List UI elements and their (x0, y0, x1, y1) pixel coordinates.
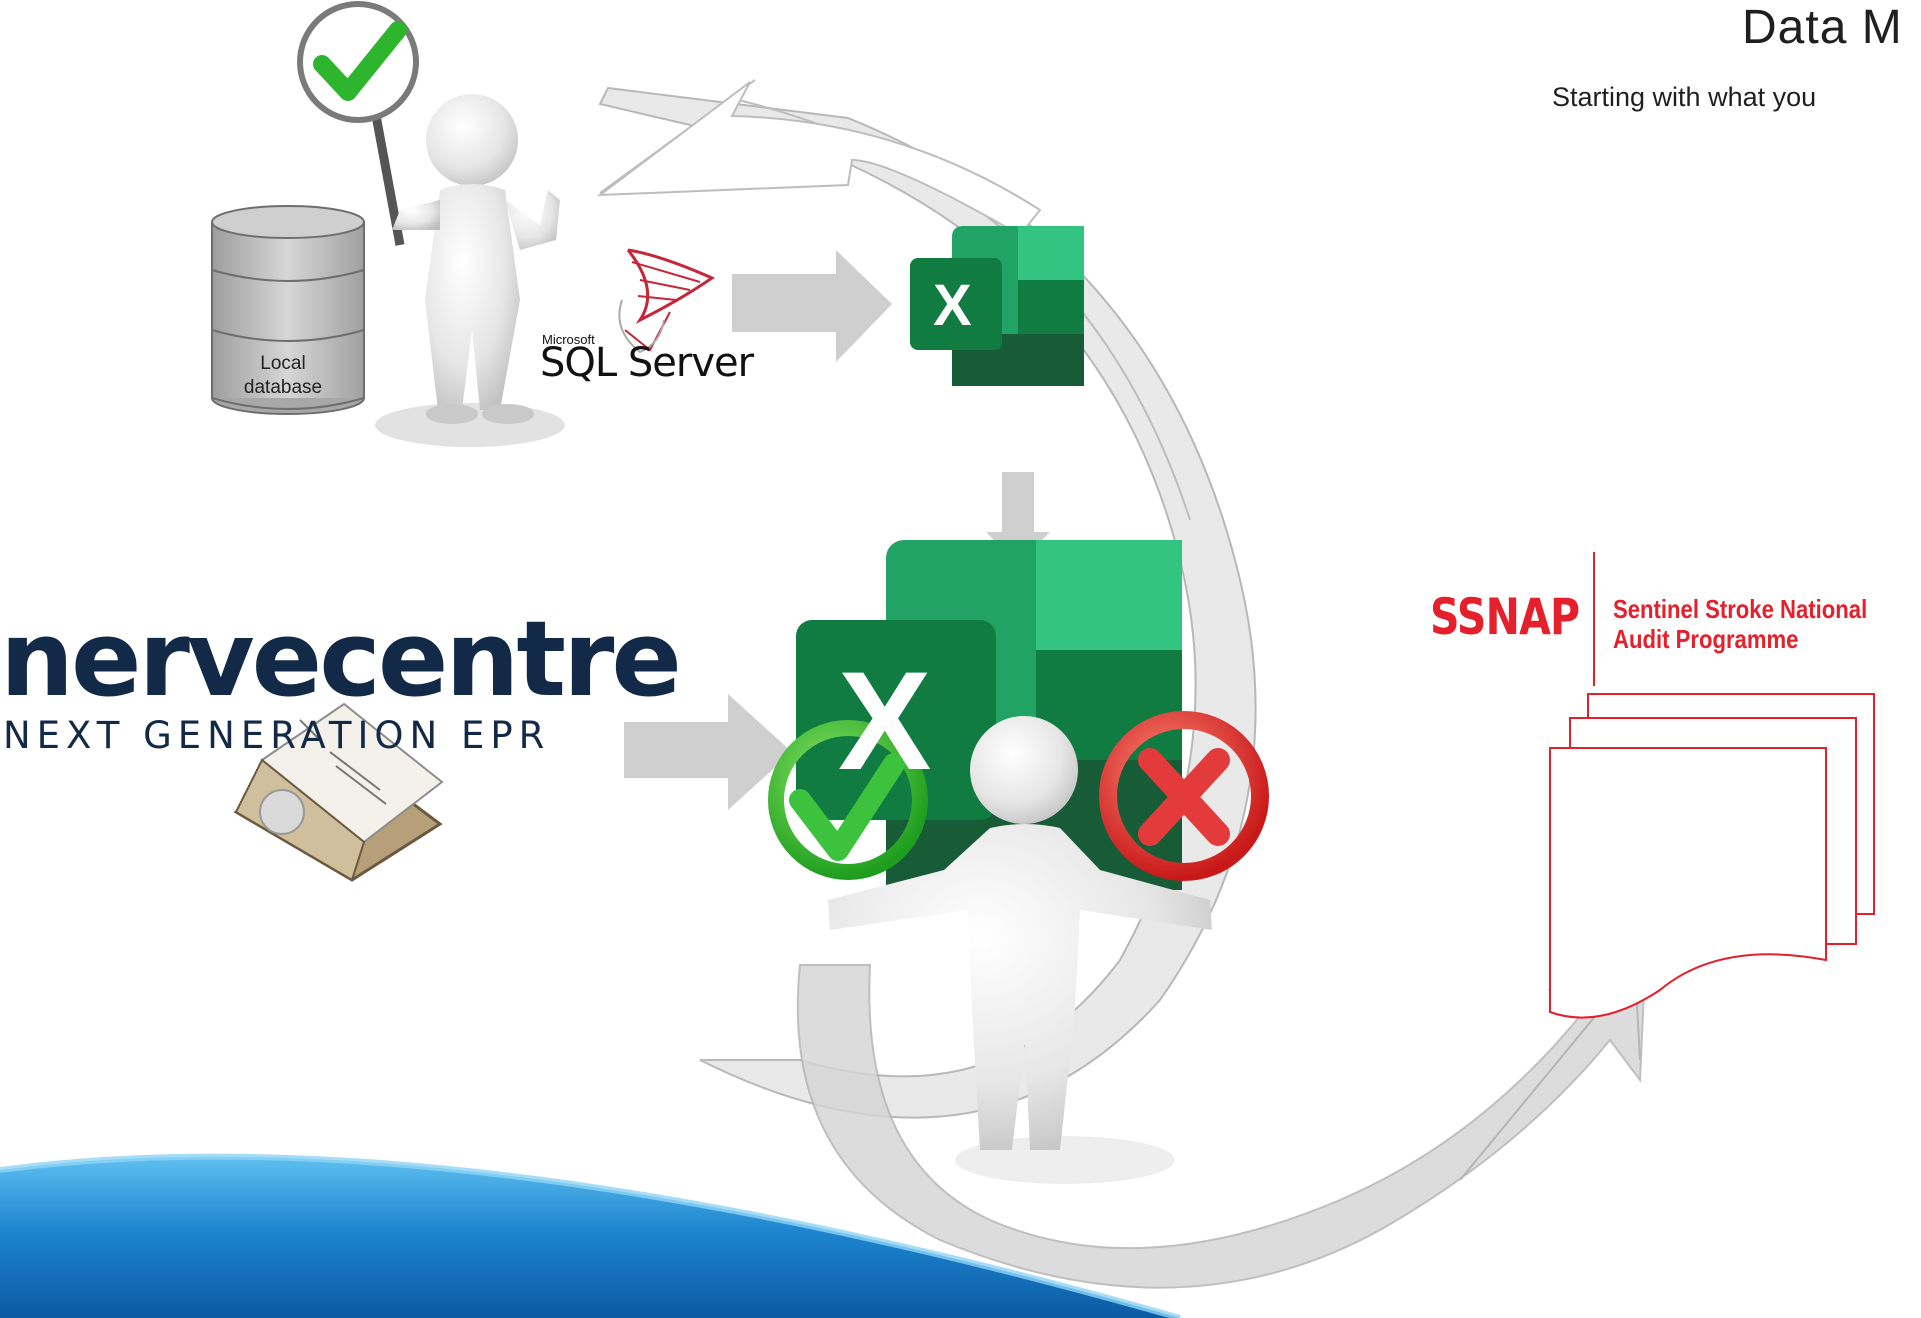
database-label: Local database (208, 352, 358, 400)
excel-large-letter: X (838, 642, 932, 799)
database-icon (211, 205, 365, 415)
figure-shrugging (828, 716, 1212, 1184)
slide-title: Data M (1742, 1, 1903, 54)
sql-vendor-label: Microsoft (542, 332, 595, 347)
excel-small-letter: X (933, 273, 972, 338)
database-label-line2: database (243, 377, 323, 398)
clipboard-icon (233, 702, 444, 882)
ssnap-logo: SSNAP (1430, 588, 1580, 646)
check-circle-icon (768, 720, 928, 880)
ssnap-name-line1: Sentinel Stroke National (1613, 594, 1868, 624)
database-label-line1: Local (260, 353, 306, 374)
arrow-nervecentre-to-excel (624, 694, 792, 810)
arrow-sql-to-excel (732, 250, 892, 362)
check-sign-icon (313, 21, 407, 101)
cross-circle-icon (1099, 711, 1269, 881)
sql-server-label: SQL Server (540, 340, 754, 386)
ssnap-name-line2: Audit Programme (1613, 624, 1799, 654)
ssnap-full-name: Sentinel Stroke National Audit Programme (1613, 594, 1867, 654)
excel-icon (910, 226, 1084, 386)
slide-subtitle: Starting with what you (1552, 82, 1817, 112)
bottom-band (0, 1153, 1181, 1318)
nervecentre-logo: nervecentre (0, 598, 682, 720)
bottom-sweep-arrow (796, 964, 1647, 1289)
sql-server-icon (618, 248, 716, 354)
top-arrowhead (596, 81, 1042, 237)
document-stack-icon (1549, 693, 1875, 1019)
nervecentre-tagline: NEXT GENERATION EPR (3, 714, 551, 757)
